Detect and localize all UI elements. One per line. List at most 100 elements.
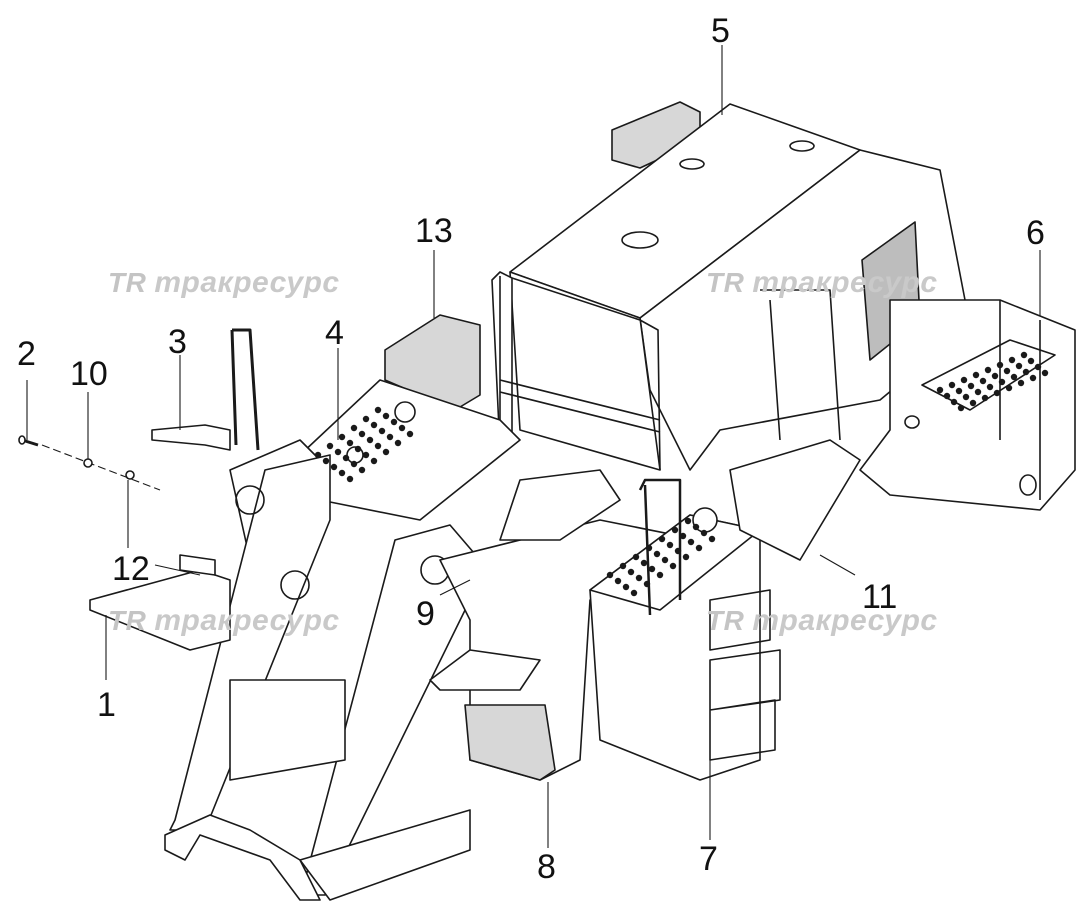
perforation-dot bbox=[1027, 357, 1035, 365]
loader-frame bbox=[89, 328, 481, 901]
perforation-dot bbox=[619, 562, 627, 570]
perforation-dot bbox=[606, 571, 614, 579]
chassis-body bbox=[429, 469, 721, 781]
watermark-text: тракресурс bbox=[154, 604, 340, 637]
perforation-dot bbox=[338, 469, 346, 477]
perforation-dot bbox=[358, 430, 366, 438]
perforation-dot bbox=[1041, 369, 1049, 377]
perforation-dot bbox=[936, 386, 944, 394]
step-11 bbox=[729, 439, 861, 561]
callout-9: 9 bbox=[416, 595, 435, 633]
leader-lines bbox=[26, 45, 1041, 848]
perforation-dot bbox=[700, 529, 708, 537]
perforation-dot bbox=[350, 460, 358, 468]
watermark-logo: TR bbox=[108, 605, 147, 636]
perforation-dot bbox=[661, 556, 669, 564]
left-fender-4 bbox=[299, 379, 521, 521]
perforation-dot bbox=[969, 399, 977, 407]
perforation-dot bbox=[1008, 356, 1016, 364]
callout-10: 10 bbox=[70, 355, 108, 393]
perforation-dot bbox=[354, 445, 362, 453]
perforation-dot bbox=[998, 378, 1006, 386]
perforation-dot bbox=[366, 436, 374, 444]
watermark-logo: TR bbox=[706, 605, 745, 636]
perforation-dot bbox=[640, 559, 648, 567]
perforation-dot bbox=[326, 442, 334, 450]
perforation-dot bbox=[674, 547, 682, 555]
callout-6: 6 bbox=[1026, 214, 1045, 252]
perforation-dot bbox=[406, 430, 414, 438]
perforation-dot bbox=[362, 415, 370, 423]
perforation-dot bbox=[358, 466, 366, 474]
perforation-dot bbox=[656, 571, 664, 579]
perforation-dot bbox=[1010, 373, 1018, 381]
perforation-dot bbox=[962, 393, 970, 401]
perforation-dot bbox=[695, 544, 703, 552]
watermark-logo: TR bbox=[706, 267, 745, 298]
watermark-logo: TR bbox=[108, 267, 147, 298]
perforation-dot bbox=[708, 535, 716, 543]
perforation-dot bbox=[622, 583, 630, 591]
perforation-dot bbox=[653, 550, 661, 558]
perforation-dot bbox=[342, 454, 350, 462]
perforation-dot bbox=[666, 541, 674, 549]
perforation-dot bbox=[1029, 374, 1037, 382]
perforation-dot bbox=[684, 517, 692, 525]
perforation-dots bbox=[314, 351, 1049, 597]
perforation-dot bbox=[386, 433, 394, 441]
perforation-dot bbox=[950, 398, 958, 406]
callout-11: 11 bbox=[862, 578, 898, 616]
perforation-dot bbox=[635, 574, 643, 582]
perforation-dot bbox=[632, 553, 640, 561]
perforation-dot bbox=[378, 427, 386, 435]
perforation-dot bbox=[627, 568, 635, 576]
perforation-dot bbox=[374, 406, 382, 414]
toolbox-13 bbox=[384, 314, 481, 411]
perforation-dot bbox=[382, 412, 390, 420]
perforation-dot bbox=[679, 532, 687, 540]
perforation-dot bbox=[346, 475, 354, 483]
callout-1: 1 bbox=[97, 686, 116, 724]
perforation-dot bbox=[687, 538, 695, 546]
perforation-dot bbox=[967, 382, 975, 390]
watermark-text: тракресурс bbox=[752, 266, 938, 299]
perforation-dot bbox=[614, 577, 622, 585]
perforation-dot bbox=[960, 376, 968, 384]
perforation-dot bbox=[390, 418, 398, 426]
perforation-dot bbox=[394, 439, 402, 447]
callout-5: 5 bbox=[711, 12, 730, 50]
perforation-dot bbox=[648, 565, 656, 573]
callout-3: 3 bbox=[168, 323, 187, 361]
perforation-dot bbox=[350, 424, 358, 432]
perforation-dot bbox=[362, 451, 370, 459]
perforation-dot bbox=[996, 361, 1004, 369]
perforation-dot bbox=[330, 463, 338, 471]
perforation-dot bbox=[1005, 384, 1013, 392]
perforation-dot bbox=[1015, 362, 1023, 370]
perforation-dot bbox=[979, 377, 987, 385]
perforation-dot bbox=[943, 392, 951, 400]
fuel-tank-7 bbox=[589, 478, 781, 781]
perforation-dot bbox=[630, 589, 638, 597]
perforation-dot bbox=[1017, 379, 1025, 387]
callout-4: 4 bbox=[325, 314, 344, 352]
perforation-dot bbox=[346, 439, 354, 447]
callout-7: 7 bbox=[699, 840, 718, 878]
perforation-dot bbox=[338, 433, 346, 441]
perforation-dot bbox=[986, 383, 994, 391]
callout-13: 13 bbox=[415, 212, 453, 250]
perforation-dot bbox=[1003, 367, 1011, 375]
perforation-dot bbox=[322, 457, 330, 465]
perforation-dot bbox=[314, 451, 322, 459]
callout-2: 2 bbox=[17, 335, 36, 373]
perforation-dot bbox=[974, 388, 982, 396]
perforation-dot bbox=[682, 553, 690, 561]
cab-assembly bbox=[491, 101, 966, 471]
callout-8: 8 bbox=[537, 848, 556, 886]
